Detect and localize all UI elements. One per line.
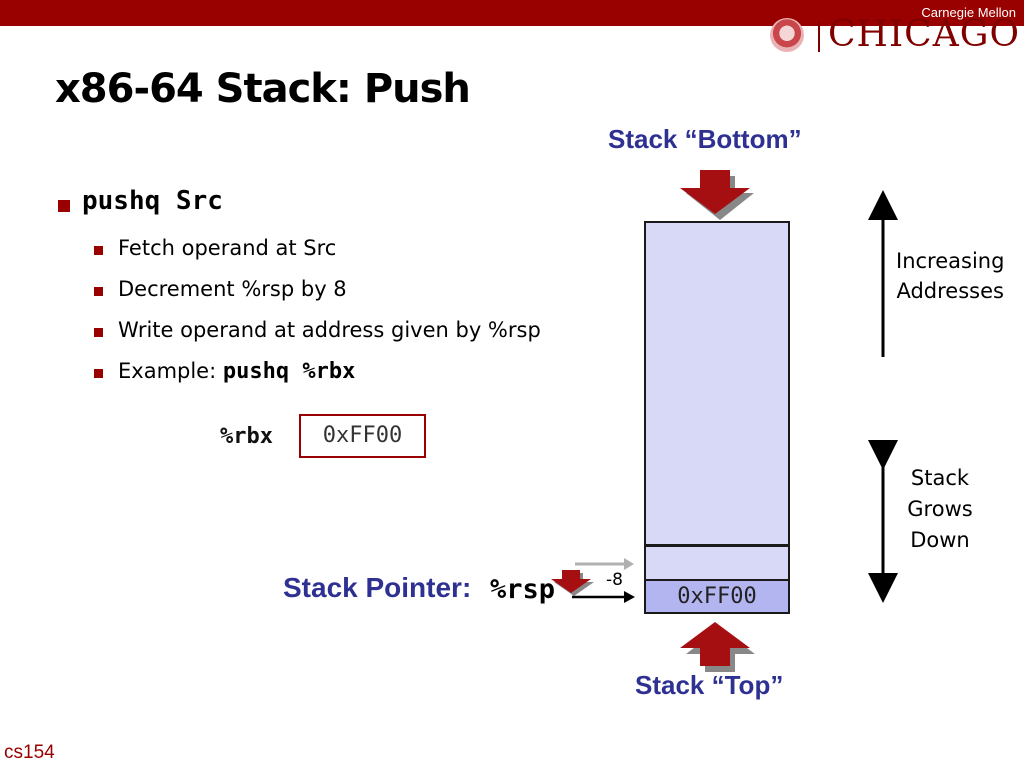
stack-top-cell: 0xFF00 [644,579,790,614]
sub-bullet-icon [94,246,103,255]
stack-pointer-label: Stack Pointer: [283,572,472,603]
sub-bullet-icon [94,369,103,378]
stack-pointer-register: %rsp [490,574,556,605]
sub-bullet-2: Decrement %rsp by 8 [118,277,347,301]
bullet-square-icon [58,200,70,212]
logo-divider [818,22,820,52]
register-name: %rbx [220,424,273,449]
sub-bullet-example: Example: pushq %rbx [118,359,355,384]
top-banner [0,0,1024,26]
increasing-addresses-label: Increasing Addresses [896,249,1005,303]
stack-top-arrow-icon [680,622,755,672]
example-label: Example: [118,359,223,383]
sub-bullet-icon [94,328,103,337]
stack-top-label: Stack “Top” [635,670,784,700]
sub-bullet-3: Write operand at address given by %rsp [118,318,541,342]
university-seal-icon [770,18,804,52]
slide-title: x86-64 Stack: Push [55,66,471,112]
example-code: pushq %rbx [222,359,356,384]
sub-bullet-icon [94,287,103,296]
stack-bottom-arrow-icon [680,170,754,220]
stack-grows-down-label: Stack Grows Down [907,466,973,552]
decrement-arrow-icon [551,570,594,596]
course-label: cs154 [4,742,55,763]
main-bullet-text: pushq Src [82,186,223,216]
stack-region [644,221,790,546]
sub-bullet-1: Fetch operand at Src [118,236,337,260]
chicago-logo: CHICAGO [828,14,1020,55]
register-value-box: 0xFF00 [299,414,426,458]
decrement-label: -8 [606,570,623,590]
institution-name: Carnegie Mellon [921,5,1016,20]
stack-bottom-label: Stack “Bottom” [608,124,802,154]
